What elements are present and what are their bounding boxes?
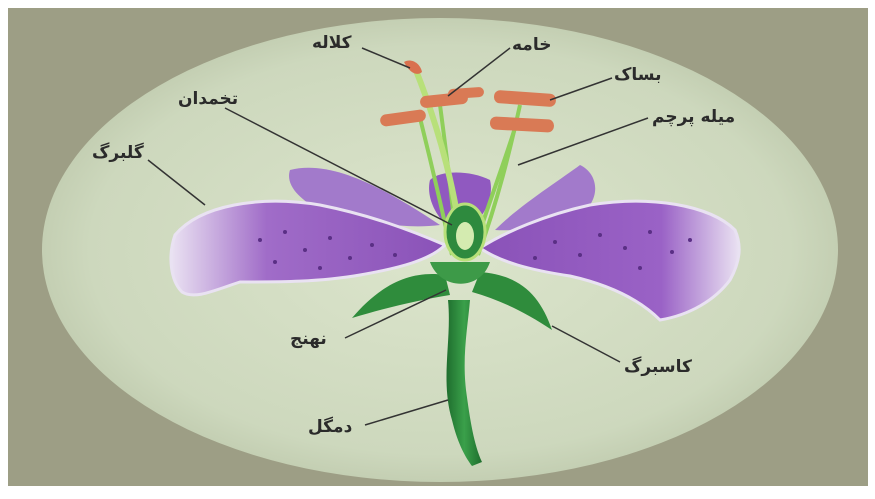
label-receptacle: نهنج bbox=[290, 329, 327, 349]
label-pedicel: دمگل bbox=[308, 416, 353, 437]
label-style: خامه bbox=[512, 35, 551, 55]
label-anther: بساک bbox=[614, 65, 661, 85]
label-sepal: کاسبرگ bbox=[624, 357, 692, 377]
label-petal: گلبرگ bbox=[92, 142, 144, 163]
label-filament: میله پرچم bbox=[652, 107, 735, 127]
label-stigma: کلاله bbox=[312, 33, 352, 53]
ovary-chamber bbox=[456, 222, 474, 250]
label-ovary: تخمدان bbox=[178, 89, 238, 109]
